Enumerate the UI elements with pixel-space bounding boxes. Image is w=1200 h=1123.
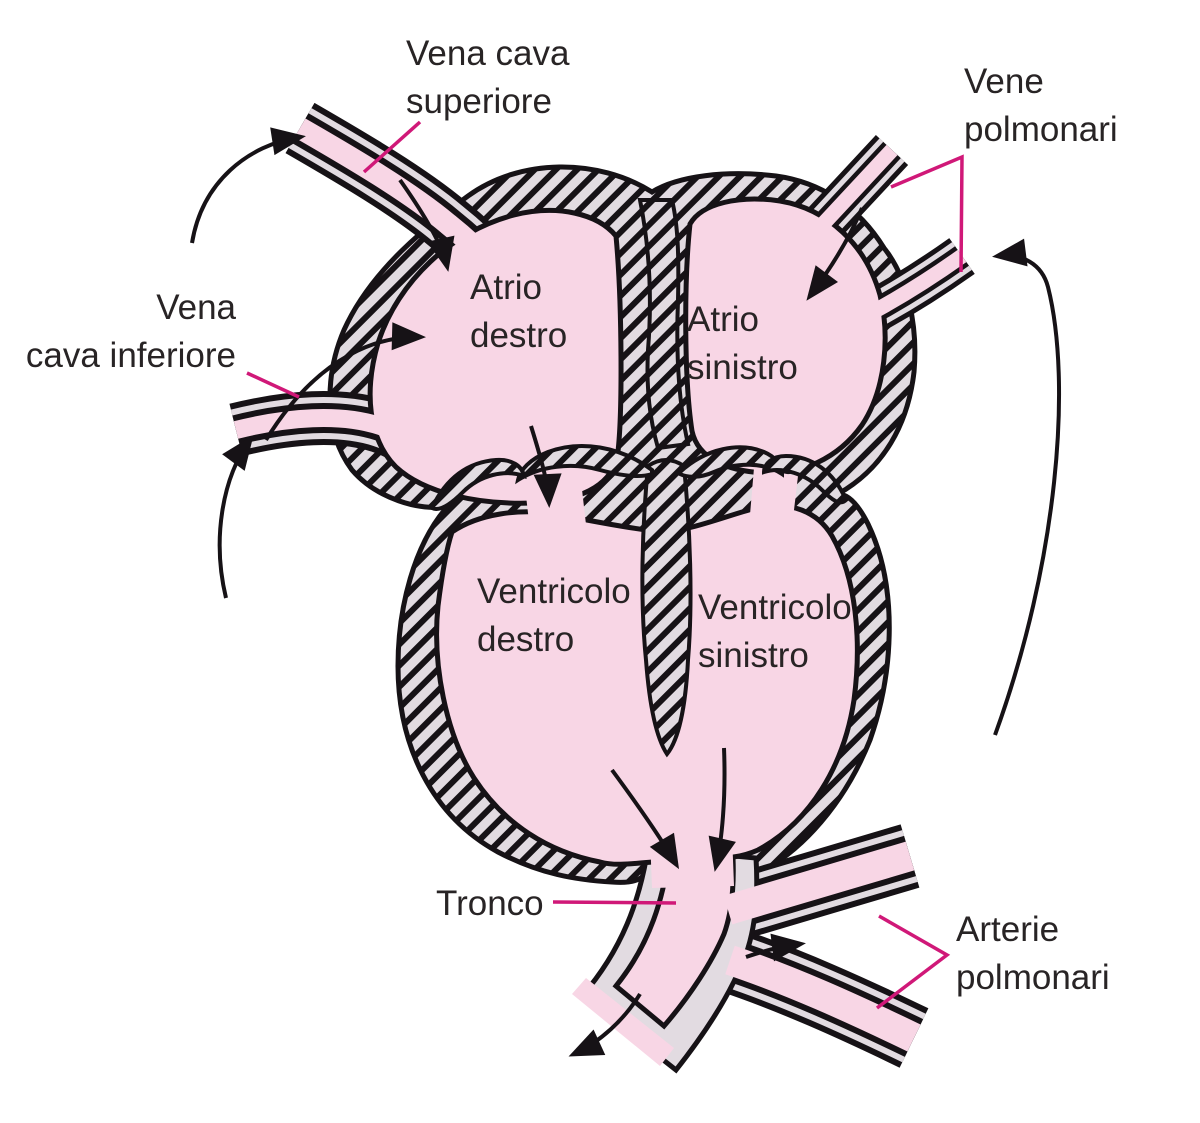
vena-polmonare-inferiore-lumen (836, 249, 967, 336)
label-ventricolo-sinistro: Ventricolo sinistro (698, 588, 852, 675)
tronco-cut-end (572, 978, 674, 1066)
label-ventricolo-destro: Ventricolo destro (477, 572, 631, 659)
flow-arrows (190, 127, 1062, 1057)
leader-vena-cava-superiore (362, 120, 422, 174)
right-atrium-chamber (367, 208, 624, 506)
flow-arrow-out-of-tronco (568, 992, 642, 1057)
flow-arrow-svc-to-right-atrium (398, 178, 455, 272)
label-arterie-polmonari: Arterie polmonari (956, 910, 1110, 997)
flow-arrow-right-ventricle-to-tronco (610, 768, 680, 870)
vena-polmonare-superiore-lumen (798, 144, 898, 250)
flow-arrow-pv-to-left-atrium (806, 207, 864, 301)
septa-and-valves (429, 198, 849, 758)
flow-arrow-tronco-to-arterie (745, 933, 806, 962)
flow-arrow-vci-to-right-atrium (264, 322, 426, 442)
label-tronco: Tronco (436, 884, 544, 923)
av-valve-left-wall-flap (761, 453, 849, 505)
vena-cava-superiore-lumen (294, 118, 498, 270)
leader-tronco (552, 900, 677, 905)
flow-arrow-into-vene-polmonari (992, 238, 1062, 736)
leader-vene-polmonari (890, 154, 964, 273)
leader-vena-cava-inferiore (246, 371, 300, 399)
flow-arrow-left-ventricle-to-tronco (708, 747, 736, 872)
label-atrio-sinistro: Atrio sinistro (687, 300, 798, 387)
arteria-polmonare-inferiore-lumen (725, 945, 921, 1052)
left-av-opening (748, 468, 798, 544)
av-valve-right-arm (678, 445, 785, 479)
label-vena-cava-superiore: Vena cava superiore (406, 34, 570, 121)
arteria-polmonare-superiore-lumen (723, 841, 915, 925)
av-valve-left-arm (515, 444, 654, 485)
label-vena-cava-inferiore: Vena cava inferiore (25, 288, 236, 375)
interatrial-septum (637, 198, 691, 451)
av-valve-right-wall-flap (429, 457, 527, 511)
flow-arrow-into-vena-cava-inferiore (217, 435, 254, 599)
vessel-lumens (233, 118, 967, 1052)
label-atrio-destro: Atrio destro (470, 268, 568, 355)
leader-lines (246, 120, 964, 1010)
right-av-opening (524, 472, 588, 548)
flow-arrow-into-vena-cava-superiore (190, 127, 306, 244)
label-vene-polmonari: Vene polmonari (964, 62, 1118, 149)
leader-arterie-polmonari (875, 914, 951, 1010)
flow-arrow-atrium-to-ventricle (529, 425, 562, 508)
